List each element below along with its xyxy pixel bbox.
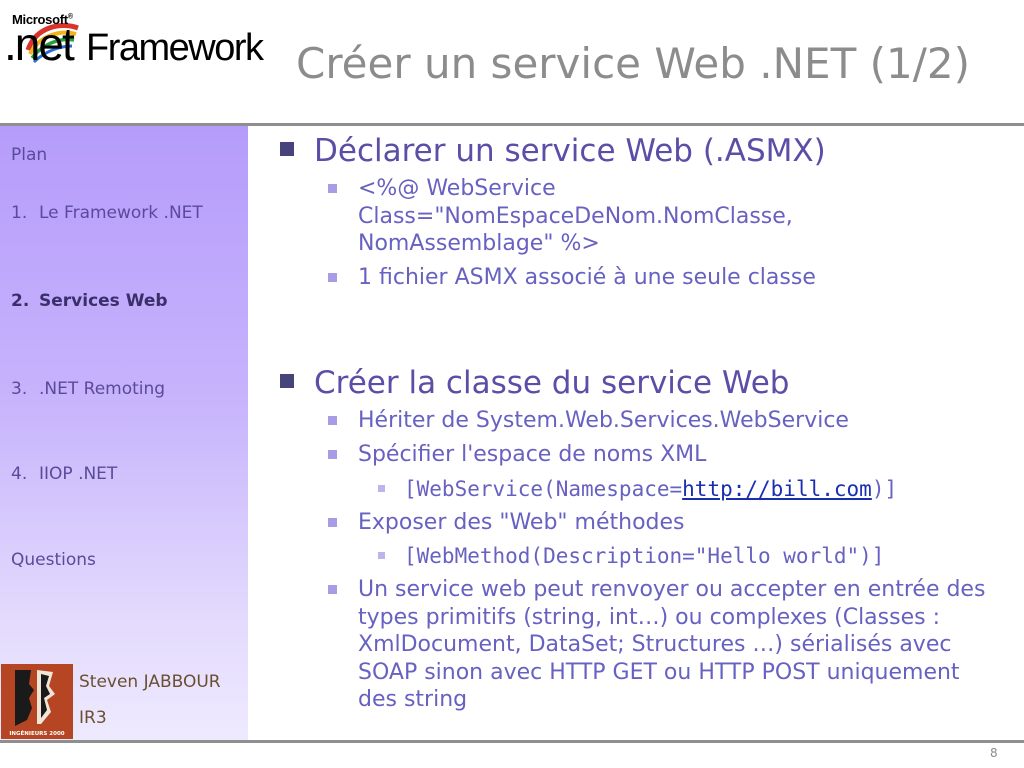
square-bullet-icon xyxy=(328,184,337,193)
sidebar-item-number: 4. xyxy=(11,464,28,484)
logo-dotnet: .net xyxy=(4,18,75,70)
sidebar-item-framework[interactable]: 1. Le Framework .NET xyxy=(11,203,203,223)
square-bullet-icon xyxy=(328,518,337,527)
sidebar-outline xyxy=(0,126,248,740)
square-bullet-icon xyxy=(328,273,337,282)
sidebar-item-iiop[interactable]: 4. IIOP .NET xyxy=(11,464,117,484)
footer-divider xyxy=(0,740,1024,743)
profile-silhouette-icon: INGÉNIEURS 2000 xyxy=(1,664,73,739)
page-number: 8 xyxy=(990,746,998,760)
sidebar-item-number: 2. xyxy=(11,291,30,311)
dotnet-swoosh-icon xyxy=(25,23,79,64)
sidebar-item-remoting[interactable]: 3. .NET Remoting xyxy=(11,379,165,399)
sidebar-item-label: .NET Remoting xyxy=(39,379,166,399)
sidebar-item-services-web[interactable]: 2. Services Web xyxy=(11,291,168,311)
slide-title: Créer un service Web .NET (1/2) xyxy=(296,39,970,88)
square-bullet-icon xyxy=(378,552,385,559)
square-bullet-icon xyxy=(328,585,337,594)
logo-caption: INGÉNIEURS 2000 xyxy=(9,729,64,737)
square-bullet-icon xyxy=(280,374,294,388)
sidebar-item-label: Questions xyxy=(11,550,96,570)
ingenieurs-2000-logo: INGÉNIEURS 2000 xyxy=(1,664,73,739)
sidebar-item-label: Services Web xyxy=(39,291,168,311)
square-bullet-icon xyxy=(378,485,385,492)
sidebar-item-label: Le Framework .NET xyxy=(39,203,203,223)
square-bullet-icon xyxy=(328,416,337,425)
sidebar-item-label: Plan xyxy=(11,145,48,165)
square-bullet-icon xyxy=(280,142,294,156)
logo-company: Microsoft® xyxy=(12,12,73,27)
author-name: Steven JABBOUR xyxy=(79,672,221,692)
dotnet-framework-logo: Microsoft® .net Framework xyxy=(4,10,279,70)
slide-header: Microsoft® .net Framework Créer un servi… xyxy=(0,0,1024,124)
header-divider xyxy=(0,123,1024,126)
sidebar-item-plan[interactable]: Plan xyxy=(11,145,47,165)
square-bullet-icon xyxy=(328,450,337,459)
sidebar-item-number: 1. xyxy=(11,203,28,223)
sidebar-item-label: IIOP .NET xyxy=(39,464,118,484)
sidebar-item-questions[interactable]: Questions xyxy=(11,550,96,570)
namespace-link[interactable]: http://bill.com xyxy=(682,477,872,501)
author-class: IR3 xyxy=(79,708,107,728)
logo-framework: Framework xyxy=(86,27,264,69)
sidebar-item-number: 3. xyxy=(11,379,28,399)
